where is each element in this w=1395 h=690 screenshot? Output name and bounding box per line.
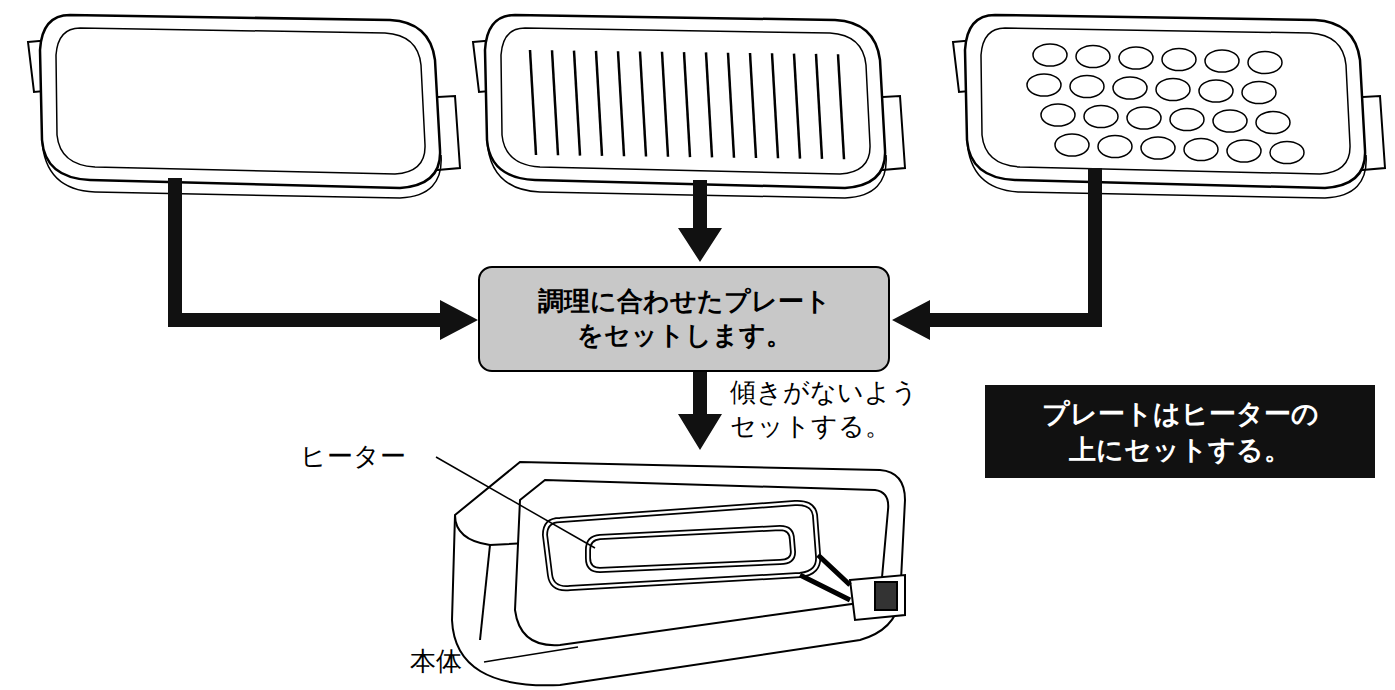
takoyaki-hole [1256, 112, 1290, 134]
grill-ridge [596, 51, 602, 156]
takoyaki-hole [1227, 140, 1261, 162]
arrows [168, 168, 1102, 450]
grill-ridge [728, 53, 734, 158]
box-text: 調理に合わせたプレート をセットします。 [534, 285, 834, 353]
takoyaki-hole [1141, 137, 1175, 159]
note-text: 傾きがないよう セットする。 [730, 376, 930, 444]
part-label: ヒーター [300, 440, 440, 474]
grill-ridge [838, 54, 844, 159]
takoyaki-hole [1027, 74, 1061, 96]
takoyaki-hole [1162, 49, 1196, 71]
takoyaki-hole [1242, 82, 1276, 104]
grill-ridge [772, 53, 778, 158]
grill-ridge [530, 50, 536, 155]
takoyaki-hole [1170, 109, 1204, 131]
takoyaki-hole [1041, 104, 1075, 126]
takoyaki-hole [1270, 142, 1304, 164]
grill-ridge [816, 54, 822, 159]
grill-ridge [684, 52, 690, 157]
grill-ridge [794, 54, 800, 159]
main-body [452, 462, 905, 685]
grill-ridge [574, 51, 580, 156]
part-label: 本体 [410, 645, 490, 679]
box-text: プレートはヒーターの 上にセットする。 [1035, 396, 1325, 466]
leader-lines [436, 457, 595, 662]
instruction-box: 調理に合わせたプレート をセットします。 [478, 266, 890, 372]
grill-ridge [750, 53, 756, 158]
takoyaki-hole [1070, 76, 1104, 98]
takoyaki-hole [1084, 106, 1118, 128]
takoyaki-hole [1055, 134, 1089, 156]
grill-ridge [640, 52, 646, 157]
takoyaki-hole [1156, 79, 1190, 101]
heater [545, 503, 850, 600]
grill-plate [473, 15, 905, 198]
grill-ridge [706, 52, 712, 157]
takoyaki-hole [1184, 139, 1218, 161]
takoyaki-hole [1033, 44, 1067, 66]
takoyaki-holes [1027, 44, 1304, 164]
takoyaki-plate [953, 15, 1385, 198]
takoyaki-hole [1205, 50, 1239, 72]
grill-ridge [552, 50, 558, 155]
takoyaki-hole [1213, 110, 1247, 132]
flat-plate [28, 15, 460, 198]
takoyaki-hole [1113, 77, 1147, 99]
grill-ridge [662, 52, 668, 157]
takoyaki-hole [1199, 80, 1233, 102]
takoyaki-hole [1119, 47, 1153, 69]
grill-ridges [530, 50, 844, 159]
caution-box: プレートはヒーターの 上にセットする。 [985, 385, 1375, 478]
grill-ridge [618, 51, 624, 156]
takoyaki-hole [1248, 52, 1282, 74]
takoyaki-hole [1127, 107, 1161, 129]
takoyaki-hole [1098, 136, 1132, 158]
takoyaki-hole [1076, 46, 1110, 68]
